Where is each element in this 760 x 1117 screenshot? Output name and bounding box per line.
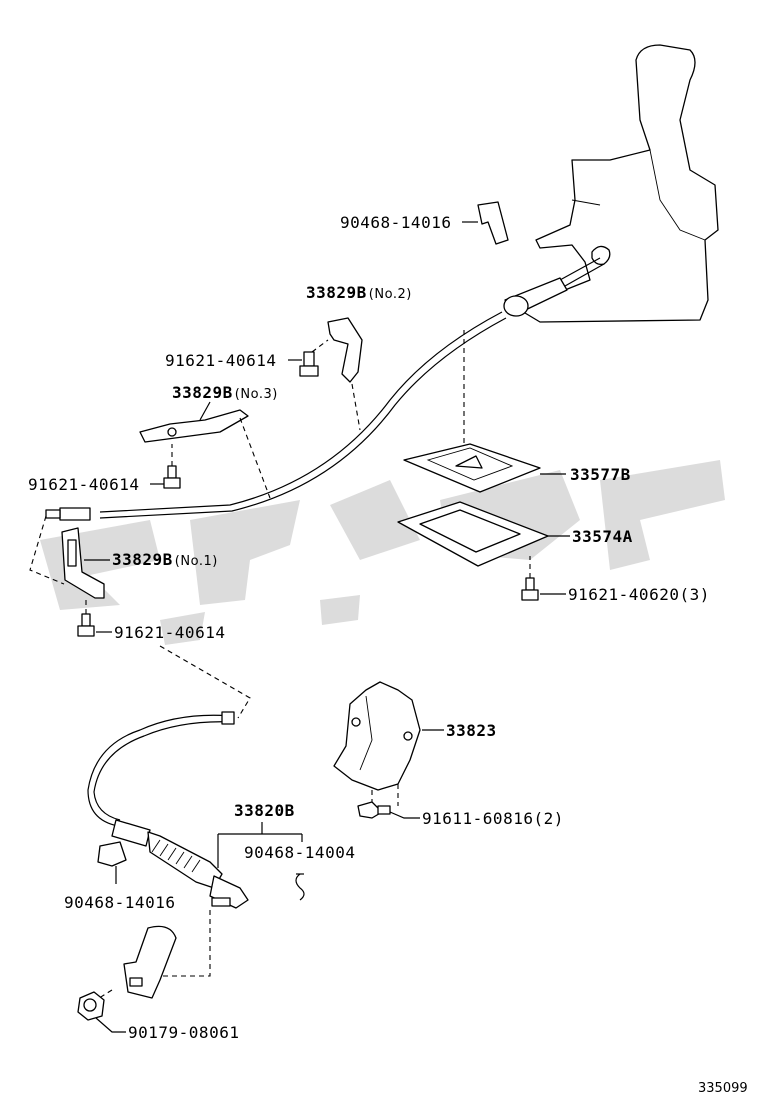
lower-lever-part [95, 910, 211, 1001]
label-bracket-33823: 33823 [446, 721, 497, 740]
bolt-c-part: 91621-40614 [77, 598, 251, 719]
label-clip-pin: 90468-14004 [244, 843, 355, 862]
label-bracket-no3: 33829B(No.3) [172, 383, 278, 402]
lower-cable [87, 711, 249, 909]
bolt-d-part: 91621-40620(3) [521, 556, 710, 604]
shift-lever-outline [519, 44, 719, 323]
label-bolt-c: 91621-40614 [114, 623, 225, 642]
bolt-b-part: 91621-40614 [28, 444, 181, 494]
bolt-a-part: 91621-40614 [165, 339, 329, 377]
label-clip-top: 90468-14016 [340, 213, 451, 232]
clip-bottom-part: 90468-14016 [64, 841, 175, 912]
diagram-ref-number: 335099 [698, 1081, 748, 1096]
label-bracket-no2: 33829B(No.2) [306, 283, 412, 302]
cable-assy-label-group: 33820B 90468-14004 [217, 801, 355, 901]
bracket-no2-part: 33829B(No.2) [306, 283, 412, 431]
label-bracket-no1: 33829B(No.1) [112, 550, 218, 569]
label-bolt-d: 91621-40620(3) [568, 585, 710, 604]
gasket-part: 33574A [397, 501, 633, 567]
label-bolt-e: 91611-60816(2) [422, 809, 564, 828]
plate-part: 33577B [403, 330, 631, 493]
bracket-33823-part: 33823 [333, 681, 497, 806]
label-bolt-a: 91621-40614 [165, 351, 276, 370]
label-plate: 33577B [570, 465, 631, 484]
upper-cable [45, 245, 611, 521]
label-nut: 90179-08061 [128, 1023, 239, 1042]
label-clip-bottom: 90468-14016 [64, 893, 175, 912]
bracket-no3-part: 33829B(No.3) [139, 383, 278, 499]
label-gasket: 33574A [572, 527, 633, 546]
bracket-no1-part: 33829B(No.1) [29, 515, 218, 599]
nut-part: 90179-08061 [77, 991, 239, 1042]
clip-top-part: 90468-14016 [340, 201, 509, 245]
label-bolt-b: 91621-40614 [28, 475, 139, 494]
bolt-e-part: 91611-60816(2) [357, 801, 564, 828]
label-cable-assy: 33820B [234, 801, 295, 820]
